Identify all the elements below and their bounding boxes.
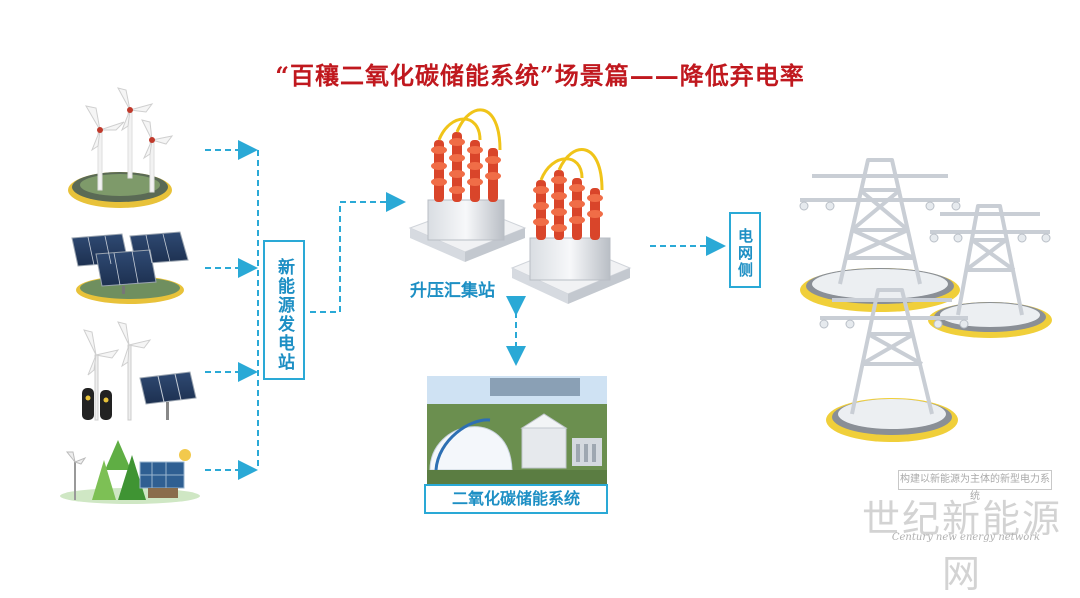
wind-solar-hybrid-icon: [82, 321, 197, 421]
boost-station-icon: [408, 108, 632, 304]
boost-station-label: 升压汇集站: [410, 281, 495, 301]
new-energy-station-box: 新能源发电站: [263, 240, 305, 380]
co2-storage-photo: [427, 376, 607, 486]
diagram-canvas: [60, 87, 1052, 504]
watermark-brand-en: Century new energy network: [891, 532, 1041, 543]
solar-farm-icon: [71, 231, 189, 304]
page-title: “百穰二氧化碳储能系统”场景篇——降低弃电率: [275, 61, 805, 90]
grid-side-box: 电网侧: [729, 212, 761, 288]
watermark-caption: 构建以新能源为主体的新型电力系统: [898, 470, 1052, 502]
source-connectors: [205, 140, 259, 480]
watermark-brand: 世纪新能源网: [861, 497, 1062, 596]
transmission-towers-icon: [799, 158, 1052, 442]
co2-storage-label: 二氧化碳储能系统: [424, 484, 608, 514]
wind-farm-icon: [68, 87, 174, 208]
arrow-to-boost-station: [310, 192, 406, 313]
eco-village-icon: [60, 440, 200, 504]
